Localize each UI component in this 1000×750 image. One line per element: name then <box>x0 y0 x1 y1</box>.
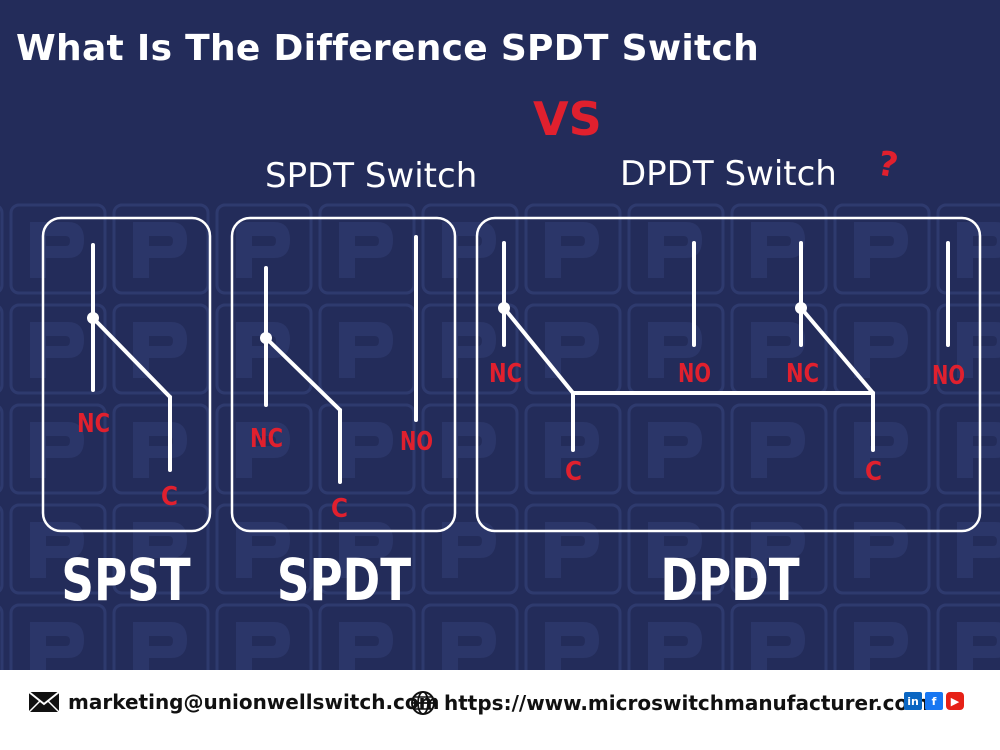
email-link[interactable]: marketing@unionwellswitch.com <box>68 690 440 714</box>
vs-label: VS <box>533 92 602 146</box>
diagram-stage: What Is The Difference SPDT Switch VS SP… <box>0 0 1000 670</box>
dpdt-no2-label: NO <box>932 361 965 391</box>
dpdt-c1-label: C <box>565 457 582 487</box>
social-links: in f ▶ <box>904 692 964 710</box>
spdt-c-label: C <box>331 494 348 524</box>
website-contact[interactable]: https://www.microswitchmanufacturer.com <box>410 690 929 716</box>
spdt-pivot <box>260 332 272 344</box>
switch-diagrams: NC C NC C NO NC NO NC NO C C <box>41 216 982 533</box>
spdt-switch-subtitle: SPDT Switch <box>265 156 478 196</box>
spdt-panel <box>230 216 457 533</box>
dpdt-heading: DPDT <box>660 546 800 614</box>
dpdt-nc1-label: NC <box>489 359 522 389</box>
spst-lever <box>91 316 172 399</box>
email-contact[interactable]: marketing@unionwellswitch.com <box>28 690 439 714</box>
dpdt-panel <box>475 216 982 533</box>
envelope-icon <box>28 691 60 713</box>
dpdt-no1-label: NO <box>678 359 711 389</box>
dpdt-nc2-label: NC <box>786 359 819 389</box>
dpdt-lever1 <box>502 306 575 395</box>
page-title: What Is The Difference SPDT Switch <box>16 28 760 69</box>
footer-bar: marketing@unionwellswitch.com https://ww… <box>0 670 1000 750</box>
spst-heading: SPST <box>61 546 191 614</box>
dpdt-c2-label: C <box>865 457 882 487</box>
dpdt-lever2 <box>799 306 875 395</box>
background-pattern <box>0 200 1000 670</box>
spst-panel <box>41 216 212 533</box>
dpdt-pivot2 <box>795 302 807 314</box>
spst-pivot <box>87 312 99 324</box>
spst-c-label: C <box>161 482 178 512</box>
spdt-lever <box>264 336 342 412</box>
facebook-icon[interactable]: f <box>925 692 943 710</box>
globe-icon <box>411 691 435 715</box>
website-link[interactable]: https://www.microswitchmanufacturer.com <box>444 691 930 715</box>
dpdt-pivot1 <box>498 302 510 314</box>
linkedin-icon[interactable]: in <box>904 692 922 710</box>
spdt-no-label: NO <box>400 427 433 457</box>
youtube-icon[interactable]: ▶ <box>946 692 964 710</box>
spst-nc-label: NC <box>77 409 110 439</box>
dpdt-switch-subtitle: DPDT Switch <box>620 154 837 194</box>
spdt-heading: SPDT <box>276 546 412 614</box>
spdt-nc-label: NC <box>250 424 283 454</box>
